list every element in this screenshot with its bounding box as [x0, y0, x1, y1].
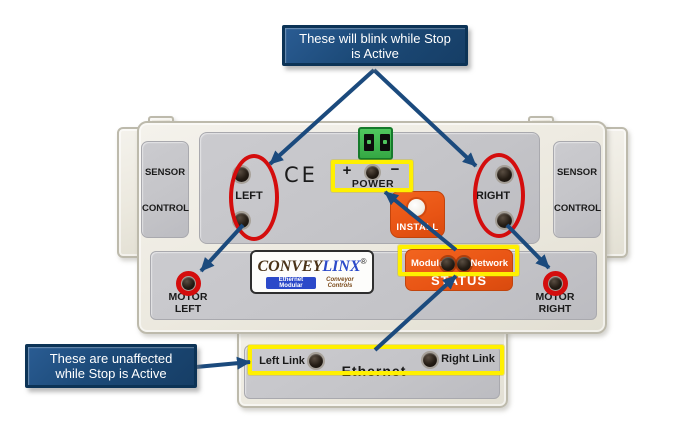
status-label: STATUS	[430, 273, 488, 288]
callout-blink-line1: These will blink while Stop	[299, 30, 451, 46]
highlight-box-ethernet-links	[248, 345, 504, 375]
ce-mark: CE	[284, 163, 318, 187]
motor-right-label: MOTOR RIGHT	[531, 291, 579, 315]
right-link-label: Right Link	[441, 353, 495, 365]
left-wing-control-label: CONTROL	[142, 203, 189, 214]
highlight-box-power	[331, 160, 413, 192]
status-network-label: Network	[470, 258, 508, 269]
power-led	[366, 166, 379, 179]
left-link-label: Left Link	[259, 355, 305, 367]
motor-right-line2: RIGHT	[538, 302, 572, 315]
highlight-ring-motor-right	[543, 271, 568, 296]
right-sensor-control-panel: SENSOR CONTROL	[553, 141, 601, 238]
power-label: POWER	[351, 178, 395, 190]
conveylinx-logo: CONVEYLINX® Ethernet Modular Conveyor Co…	[250, 250, 374, 294]
left-link-led	[309, 354, 323, 368]
highlight-ring-motor-left	[176, 271, 201, 296]
highlight-ellipse-left-leds	[229, 154, 279, 241]
install-button-cap	[408, 199, 425, 216]
connector-port-left	[364, 134, 374, 151]
right-wing-sensor-label: SENSOR	[556, 167, 598, 178]
module-led	[441, 257, 455, 271]
logo-brand-row: CONVEYLINX®	[252, 257, 372, 276]
motor-left-line1: MOTOR	[168, 291, 208, 303]
network-led	[457, 257, 471, 271]
logo-tagline-conveyor-controls: Conveyor Controls	[326, 277, 354, 289]
right-wing-control-label: CONTROL	[554, 203, 601, 214]
status-module-label: Module	[411, 258, 445, 269]
connector-screw-left	[367, 140, 371, 144]
logo-brand-linx: LINX	[322, 258, 361, 275]
logo-tagline-ethernet-modular: Ethernet Modular	[266, 277, 316, 289]
motor-left-line2: LEFT	[174, 302, 202, 315]
right-link-led	[423, 353, 437, 367]
highlight-ellipse-right-leds	[473, 153, 525, 238]
left-sensor-control-panel: SENSOR CONTROL	[141, 141, 189, 238]
power-plus-sign: +	[342, 162, 352, 179]
highlight-box-module-network	[398, 245, 519, 276]
callout-unaffected-line1: These are unaffected	[49, 351, 173, 366]
motor-right-line1: MOTOR	[535, 291, 575, 303]
install-button: INSTALL	[390, 191, 445, 238]
connector-port-right	[380, 134, 390, 151]
power-connector	[358, 127, 393, 160]
power-minus-sign: −	[390, 161, 400, 178]
logo-tagline-row: Ethernet Modular Conveyor Controls	[252, 276, 372, 289]
install-label: INSTALL	[396, 221, 439, 233]
callout-unaffected-line2: while Stop is Active	[55, 366, 167, 381]
callout-unaffected-while-stop: These are unaffected while Stop is Activ…	[25, 344, 197, 388]
callout-blink-line2: is Active	[351, 45, 399, 61]
connector-screw-right	[383, 140, 387, 144]
left-wing-sensor-label: SENSOR	[144, 167, 186, 178]
callout-blink-while-stop: These will blink while Stop is Active	[282, 25, 468, 66]
logo-brand-convey: CONVEY	[257, 258, 323, 275]
logo-registered-mark: ®	[360, 257, 367, 266]
motor-left-label: MOTOR LEFT	[164, 291, 212, 315]
